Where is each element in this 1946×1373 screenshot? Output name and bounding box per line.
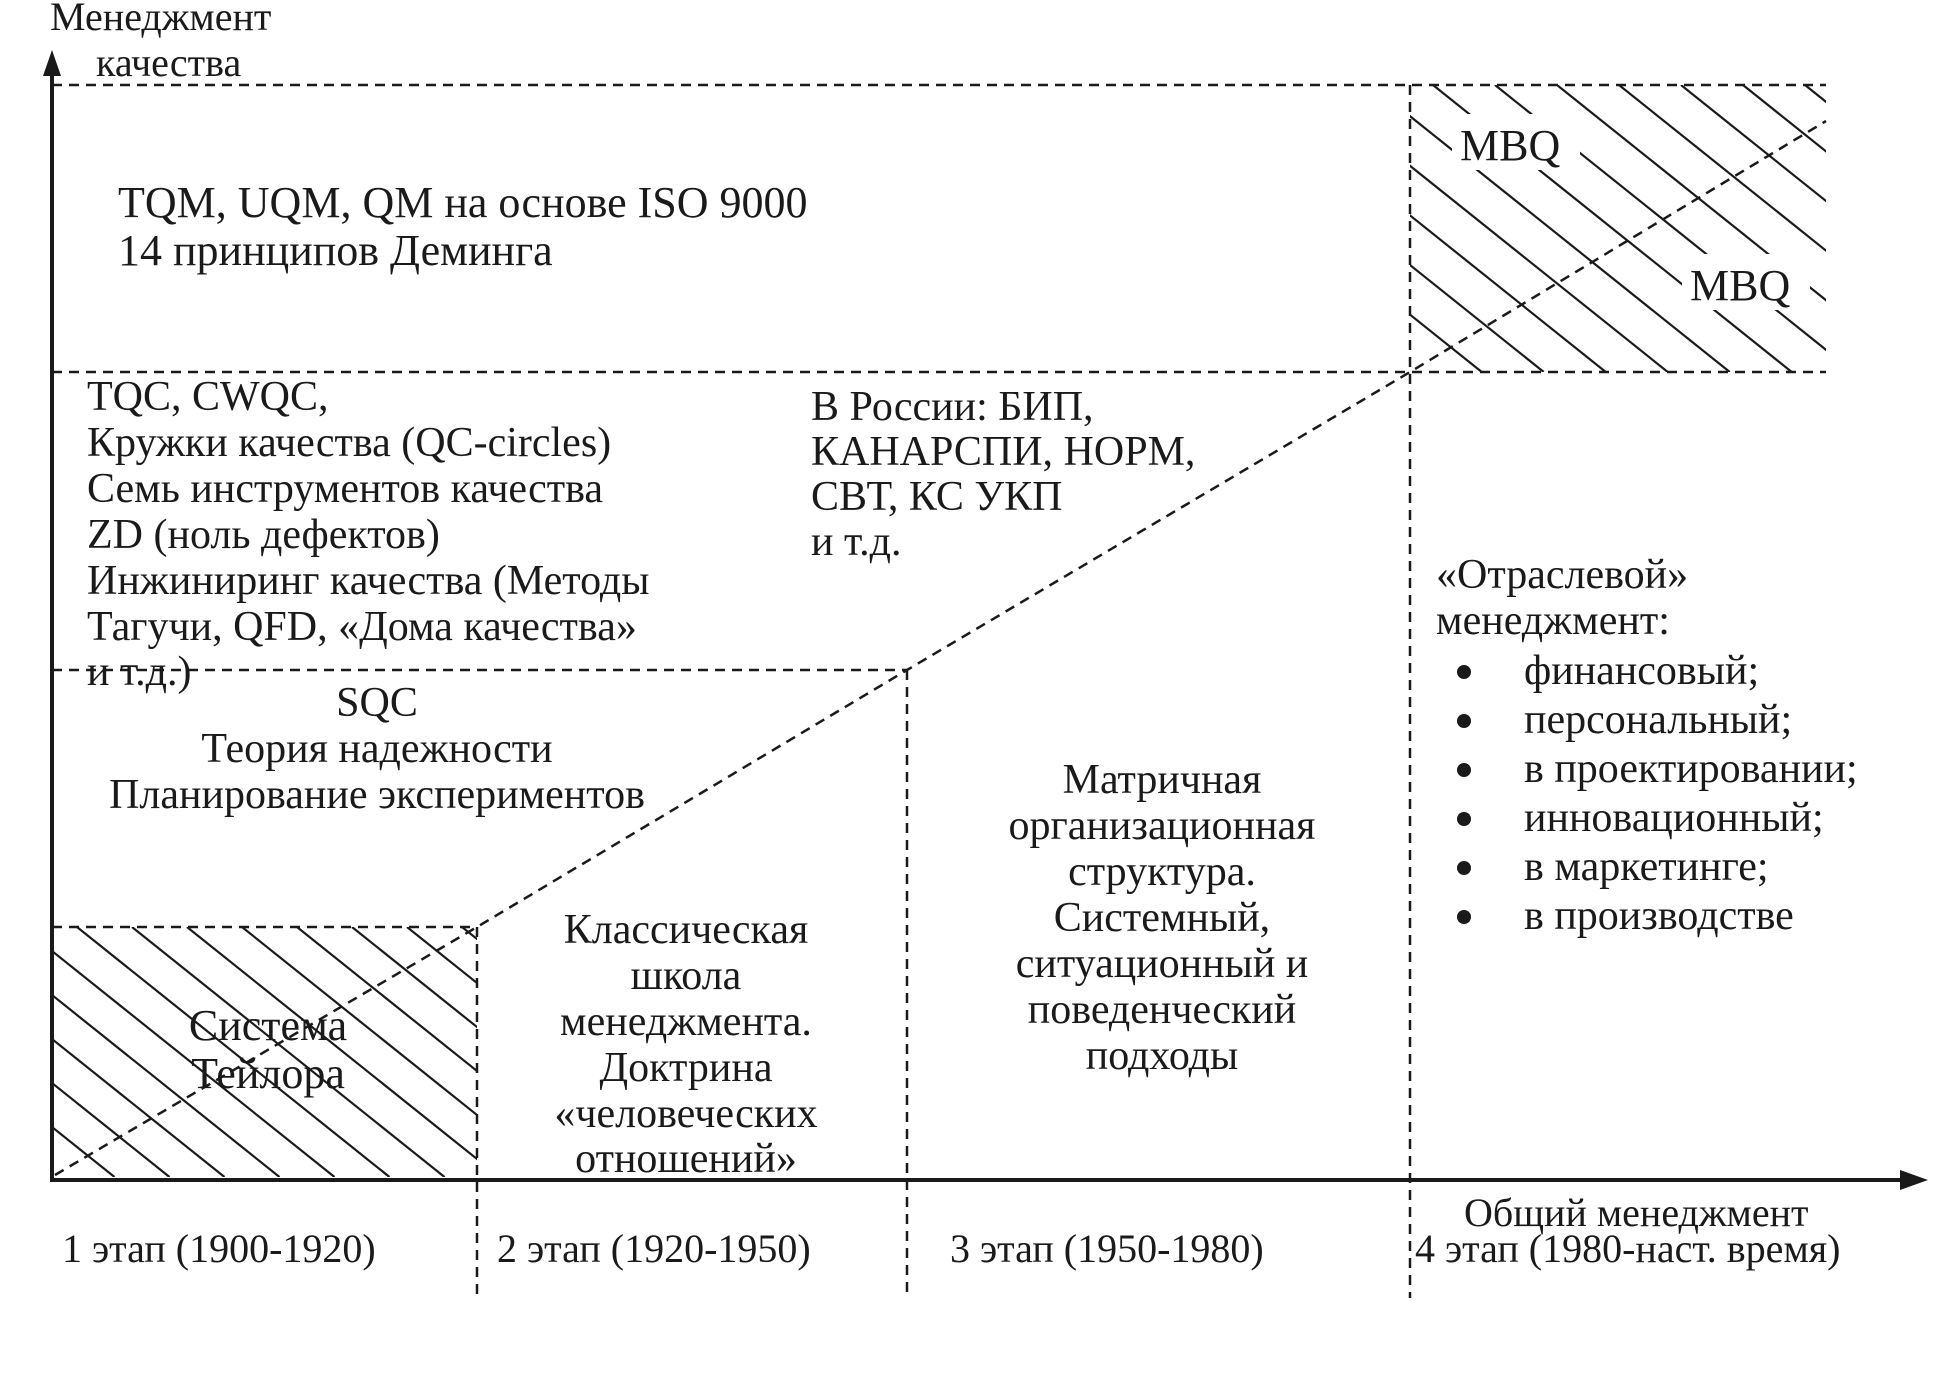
quality-middle-line: ZD (ноль дефектов) bbox=[87, 512, 440, 558]
bullet-icon bbox=[1457, 861, 1471, 875]
bullet-icon bbox=[1457, 763, 1471, 777]
russia-line: В России: БИП, bbox=[811, 384, 1094, 430]
quality-top-block: TQM, UQM, QM на основе ISO 9000 14 принц… bbox=[118, 178, 808, 275]
russia-line: КАНАРСПИ, НОРМ, bbox=[811, 429, 1195, 475]
y-axis-label-line-2: качества bbox=[96, 40, 241, 85]
classic-line: школа bbox=[631, 953, 742, 999]
hatch-line bbox=[1618, 85, 1826, 253]
hatch-line bbox=[52, 1081, 171, 1177]
bullet-icon bbox=[1457, 910, 1471, 924]
mbq-label-2: MBQ bbox=[1690, 261, 1790, 310]
russia-block: В России: БИП, КАНАРСПИ, НОРМ, СВТ, КС У… bbox=[811, 384, 1195, 565]
taylor-line: Система bbox=[189, 1001, 347, 1050]
hatch-line bbox=[52, 993, 281, 1177]
quality-top-line: 14 принципов Деминга bbox=[118, 226, 553, 275]
hatch-line bbox=[1410, 213, 1607, 372]
matrix-line: Матричная bbox=[1063, 757, 1262, 803]
sectoral-title-line: менеджмент: bbox=[1436, 598, 1670, 644]
stage-label-3: 3 этап (1950-1980) bbox=[950, 1226, 1264, 1271]
quality-top-line: TQM, UQM, QM на основе ISO 9000 bbox=[118, 178, 808, 227]
hatch-line bbox=[1410, 263, 1545, 372]
matrix-line: структура. bbox=[1068, 849, 1256, 895]
hatch-line bbox=[1556, 85, 1826, 302]
hatch-line bbox=[1410, 114, 1731, 372]
matrix-line: подходы bbox=[1086, 1033, 1238, 1079]
dashed-grid bbox=[52, 83, 1827, 1298]
quality-middle-line: Семь инструментов качества bbox=[87, 466, 603, 512]
matrix-line: организационная bbox=[1009, 803, 1316, 849]
sectoral-item: инновационный; bbox=[1524, 795, 1824, 841]
classic-line: менеджмента. bbox=[560, 999, 812, 1045]
bullet-icon bbox=[1457, 714, 1471, 728]
hatch-line bbox=[131, 927, 446, 1177]
axes bbox=[43, 50, 1928, 1190]
hatch-line bbox=[76, 927, 391, 1177]
hatch-line bbox=[1410, 164, 1669, 372]
stage-label-2: 2 этап (1920-1950) bbox=[497, 1226, 811, 1271]
matrix-line: поведенческий bbox=[1028, 987, 1296, 1033]
hatch-line bbox=[1867, 85, 1946, 372]
classic-line: «человеческих bbox=[554, 1091, 817, 1137]
sqc-line: SQC bbox=[336, 680, 418, 726]
hatch-line bbox=[1804, 85, 1826, 104]
sectoral-block: «Отраслевой» менеджмент: финансовый; пер… bbox=[1436, 552, 1858, 939]
taylor-block: Система Тейлора bbox=[189, 1001, 347, 1098]
classic-line: отношений» bbox=[575, 1136, 797, 1182]
x-axis-label: Общий менеджмент bbox=[1464, 1190, 1809, 1235]
sectoral-title-line: «Отраслевой» bbox=[1436, 552, 1688, 598]
sectoral-item: в маркетинге; bbox=[1524, 844, 1769, 890]
classic-line: Классическая bbox=[564, 907, 809, 953]
hatch-line bbox=[1680, 85, 1826, 203]
hatch-line bbox=[1742, 85, 1826, 153]
russia-line: СВТ, КС УКП bbox=[811, 474, 1063, 520]
taylor-hatched-region bbox=[52, 927, 477, 1177]
quality-middle-line: TQC, CWQC, bbox=[87, 374, 329, 420]
quality-middle-line: Инжиниринг качества (Методы bbox=[87, 558, 650, 604]
stage-label-1: 1 этап (1900-1920) bbox=[62, 1226, 376, 1271]
y-axis-label-line-1: Менеджмент bbox=[50, 0, 271, 39]
mbq-label-1: MBQ bbox=[1460, 121, 1560, 170]
bullet-icon bbox=[1457, 812, 1471, 826]
sqc-line: Теория надежности bbox=[201, 726, 552, 772]
hatch-line bbox=[406, 927, 477, 985]
quality-middle-block: TQC, CWQC, Кружки качества (QC-circles) … bbox=[87, 374, 650, 695]
sqc-block: SQC Теория надежности Планирование экспе… bbox=[109, 680, 645, 818]
hatch-line bbox=[186, 927, 477, 1161]
quality-middle-line: и т.д.) bbox=[87, 649, 192, 695]
classic-block: Классическая школа менеджмента. Доктрина… bbox=[554, 907, 817, 1182]
russia-line: и т.д. bbox=[811, 519, 902, 565]
sectoral-item: персональный; bbox=[1524, 697, 1792, 743]
sectoral-item: в проектировании; bbox=[1524, 746, 1858, 792]
matrix-block: Матричная организационная структура. Сис… bbox=[1009, 757, 1316, 1079]
quality-middle-line: Тагучи, QFD, «Дома качества» bbox=[87, 604, 637, 650]
hatch-line bbox=[241, 927, 477, 1117]
sqc-line: Планирование экспериментов bbox=[109, 772, 645, 818]
sectoral-item: в производстве bbox=[1524, 893, 1794, 939]
hatch-line bbox=[296, 927, 477, 1073]
taylor-line: Тейлора bbox=[191, 1049, 345, 1098]
bullet-icon bbox=[1457, 665, 1471, 679]
x-axis-arrow bbox=[1900, 1170, 1928, 1190]
hatch-line bbox=[1410, 313, 1483, 372]
hatch-line bbox=[52, 1125, 116, 1177]
matrix-line: Системный, bbox=[1054, 895, 1270, 941]
quality-middle-line: Кружки качества (QC-circles) bbox=[87, 420, 611, 466]
trend-diagonal-line bbox=[54, 119, 1827, 1177]
classic-line: Доктрина bbox=[600, 1045, 773, 1091]
sectoral-item: финансовый; bbox=[1524, 648, 1759, 694]
y-axis-arrow bbox=[43, 50, 61, 76]
matrix-line: ситуационный и bbox=[1016, 941, 1309, 987]
hatch-line bbox=[52, 1037, 226, 1177]
hatch-line bbox=[351, 927, 477, 1029]
stage-label-4: 4 этап (1980-наст. время) bbox=[1415, 1226, 1840, 1271]
hatch-line bbox=[52, 949, 336, 1177]
sectoral-list: финансовый; персональный; в проектирован… bbox=[1457, 648, 1858, 939]
